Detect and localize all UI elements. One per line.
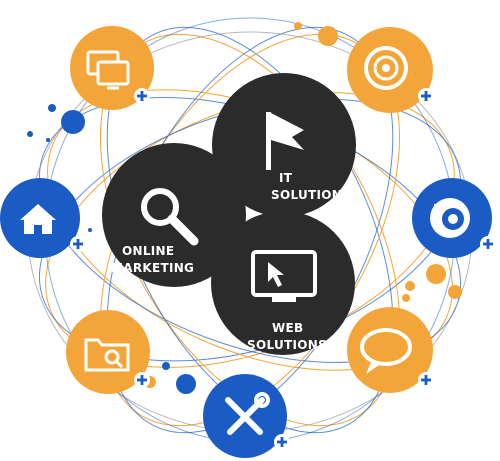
tools-icon: [225, 392, 270, 435]
chat-bubble-icon: [360, 328, 412, 374]
satellite-chat[interactable]: [347, 307, 434, 393]
online-marketing-line1: ONLINE: [122, 244, 174, 258]
hub-it-solutions[interactable]: IT SOLUTIONS: [212, 73, 356, 217]
folder-search-icon: [84, 338, 130, 372]
home-icon: [20, 204, 56, 234]
monitor-cursor-icon: [251, 250, 317, 302]
satellite-target[interactable]: [347, 27, 434, 113]
hub-web-solutions[interactable]: WEB SOLUTIONS: [211, 211, 355, 355]
satellite-tools[interactable]: [203, 374, 290, 458]
satellite-monitors[interactable]: [70, 26, 154, 110]
camera-icon: [430, 198, 470, 238]
magnifier-icon: [141, 188, 199, 246]
online-marketing-line2: MARKETING: [111, 261, 194, 275]
satellite-camera[interactable]: [412, 178, 496, 258]
satellite-home[interactable]: [0, 178, 86, 258]
web-solutions-line2: SOLUTIONS: [247, 338, 327, 352]
it-solutions-line1: IT: [279, 171, 293, 185]
flag-icon: [266, 112, 304, 170]
hub-online-marketing[interactable]: ONLINE MARKETING: [102, 143, 246, 287]
decorative-dots: [27, 22, 462, 394]
web-solutions-line1: WEB: [272, 321, 303, 335]
monitors-icon: [86, 50, 130, 90]
target-icon: [364, 46, 408, 90]
it-solutions-line2: SOLUTIONS: [271, 188, 351, 202]
satellite-folder-search[interactable]: [66, 310, 150, 394]
